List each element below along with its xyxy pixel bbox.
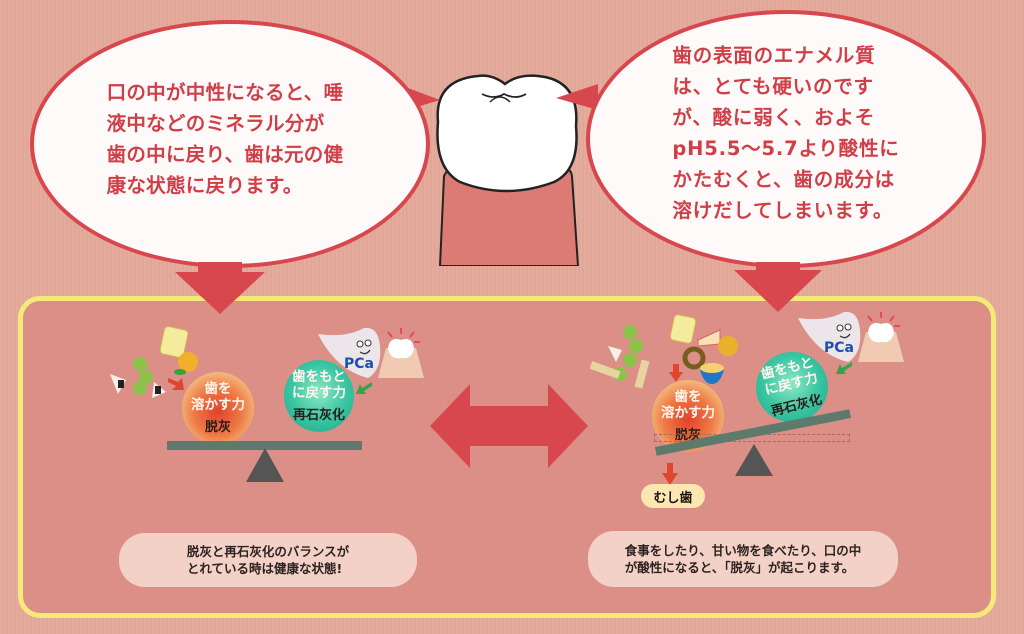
right-bubble-pointer [556, 84, 598, 110]
pca-label: PCa [824, 340, 854, 356]
scale-fulcrum [735, 444, 773, 476]
right-bubble-text: 歯の表面のエナメル質 は、とても硬いのです が、酸に弱く、およそ pH5.5〜5… [672, 44, 900, 222]
remineralization-term: 再石灰化 [292, 408, 345, 423]
green-arrow-icon [836, 362, 852, 374]
left-note-text: 脱灰と再石灰化のバランスが とれている時は健康な状態! [186, 544, 350, 576]
down-arrow-caries-icon [662, 463, 678, 485]
pca-label: PCa [344, 356, 374, 372]
demineralization-ball: 歯を 溶かす力 脱灰 [182, 372, 254, 444]
food-acid-icons [110, 326, 198, 398]
pca-mascot-icon [798, 311, 904, 362]
red-arrow-icon [669, 364, 683, 382]
left-speech-bubble: 口の中が中性になると、唾 液中などのミネラル分が 歯の中に戻り、歯は元の健 康な… [30, 20, 430, 268]
remineralization-ball: 歯をもと に戻す力 再石灰化 [284, 360, 354, 432]
left-note: 脱灰と再石灰化のバランスが とれている時は健康な状態! [119, 533, 417, 587]
left-down-arrow-icon [175, 262, 265, 314]
left-bubble-text: 口の中が中性になると、唾 液中などのミネラル分が 歯の中に戻り、歯は元の健 康な… [106, 81, 344, 197]
demineralization-label: 歯を 溶かす力 [191, 381, 245, 413]
right-down-arrow-icon [734, 262, 822, 312]
green-arrow-icon [356, 382, 372, 394]
demineralization-label: 歯を 溶かす力 [661, 389, 715, 421]
food-acid-icons [590, 314, 738, 389]
right-speech-bubble: 歯の表面のエナメル質 は、とても硬いのです が、酸に弱く、およそ pH5.5〜5… [586, 10, 986, 268]
scale-beam [167, 441, 362, 450]
remineralization-label: 歯をもと に戻す力 [292, 369, 346, 401]
pca-mascot-icon [318, 327, 424, 378]
demineralization-term: 脱灰 [204, 420, 231, 435]
red-arrow-icon [168, 378, 184, 390]
scale-fulcrum [246, 448, 284, 482]
right-note: 食事をしたり、甘い物を食べたり、口の中 が酸性になると、「脱灰」が起こります。 [588, 531, 898, 587]
tooth-illustration [420, 66, 590, 266]
double-arrow-icon [430, 384, 588, 468]
right-note-text: 食事をしたり、甘い物を食べたり、口の中 が酸性になると、「脱灰」が起こります。 [624, 543, 862, 575]
caries-label: むし歯 [641, 484, 705, 508]
